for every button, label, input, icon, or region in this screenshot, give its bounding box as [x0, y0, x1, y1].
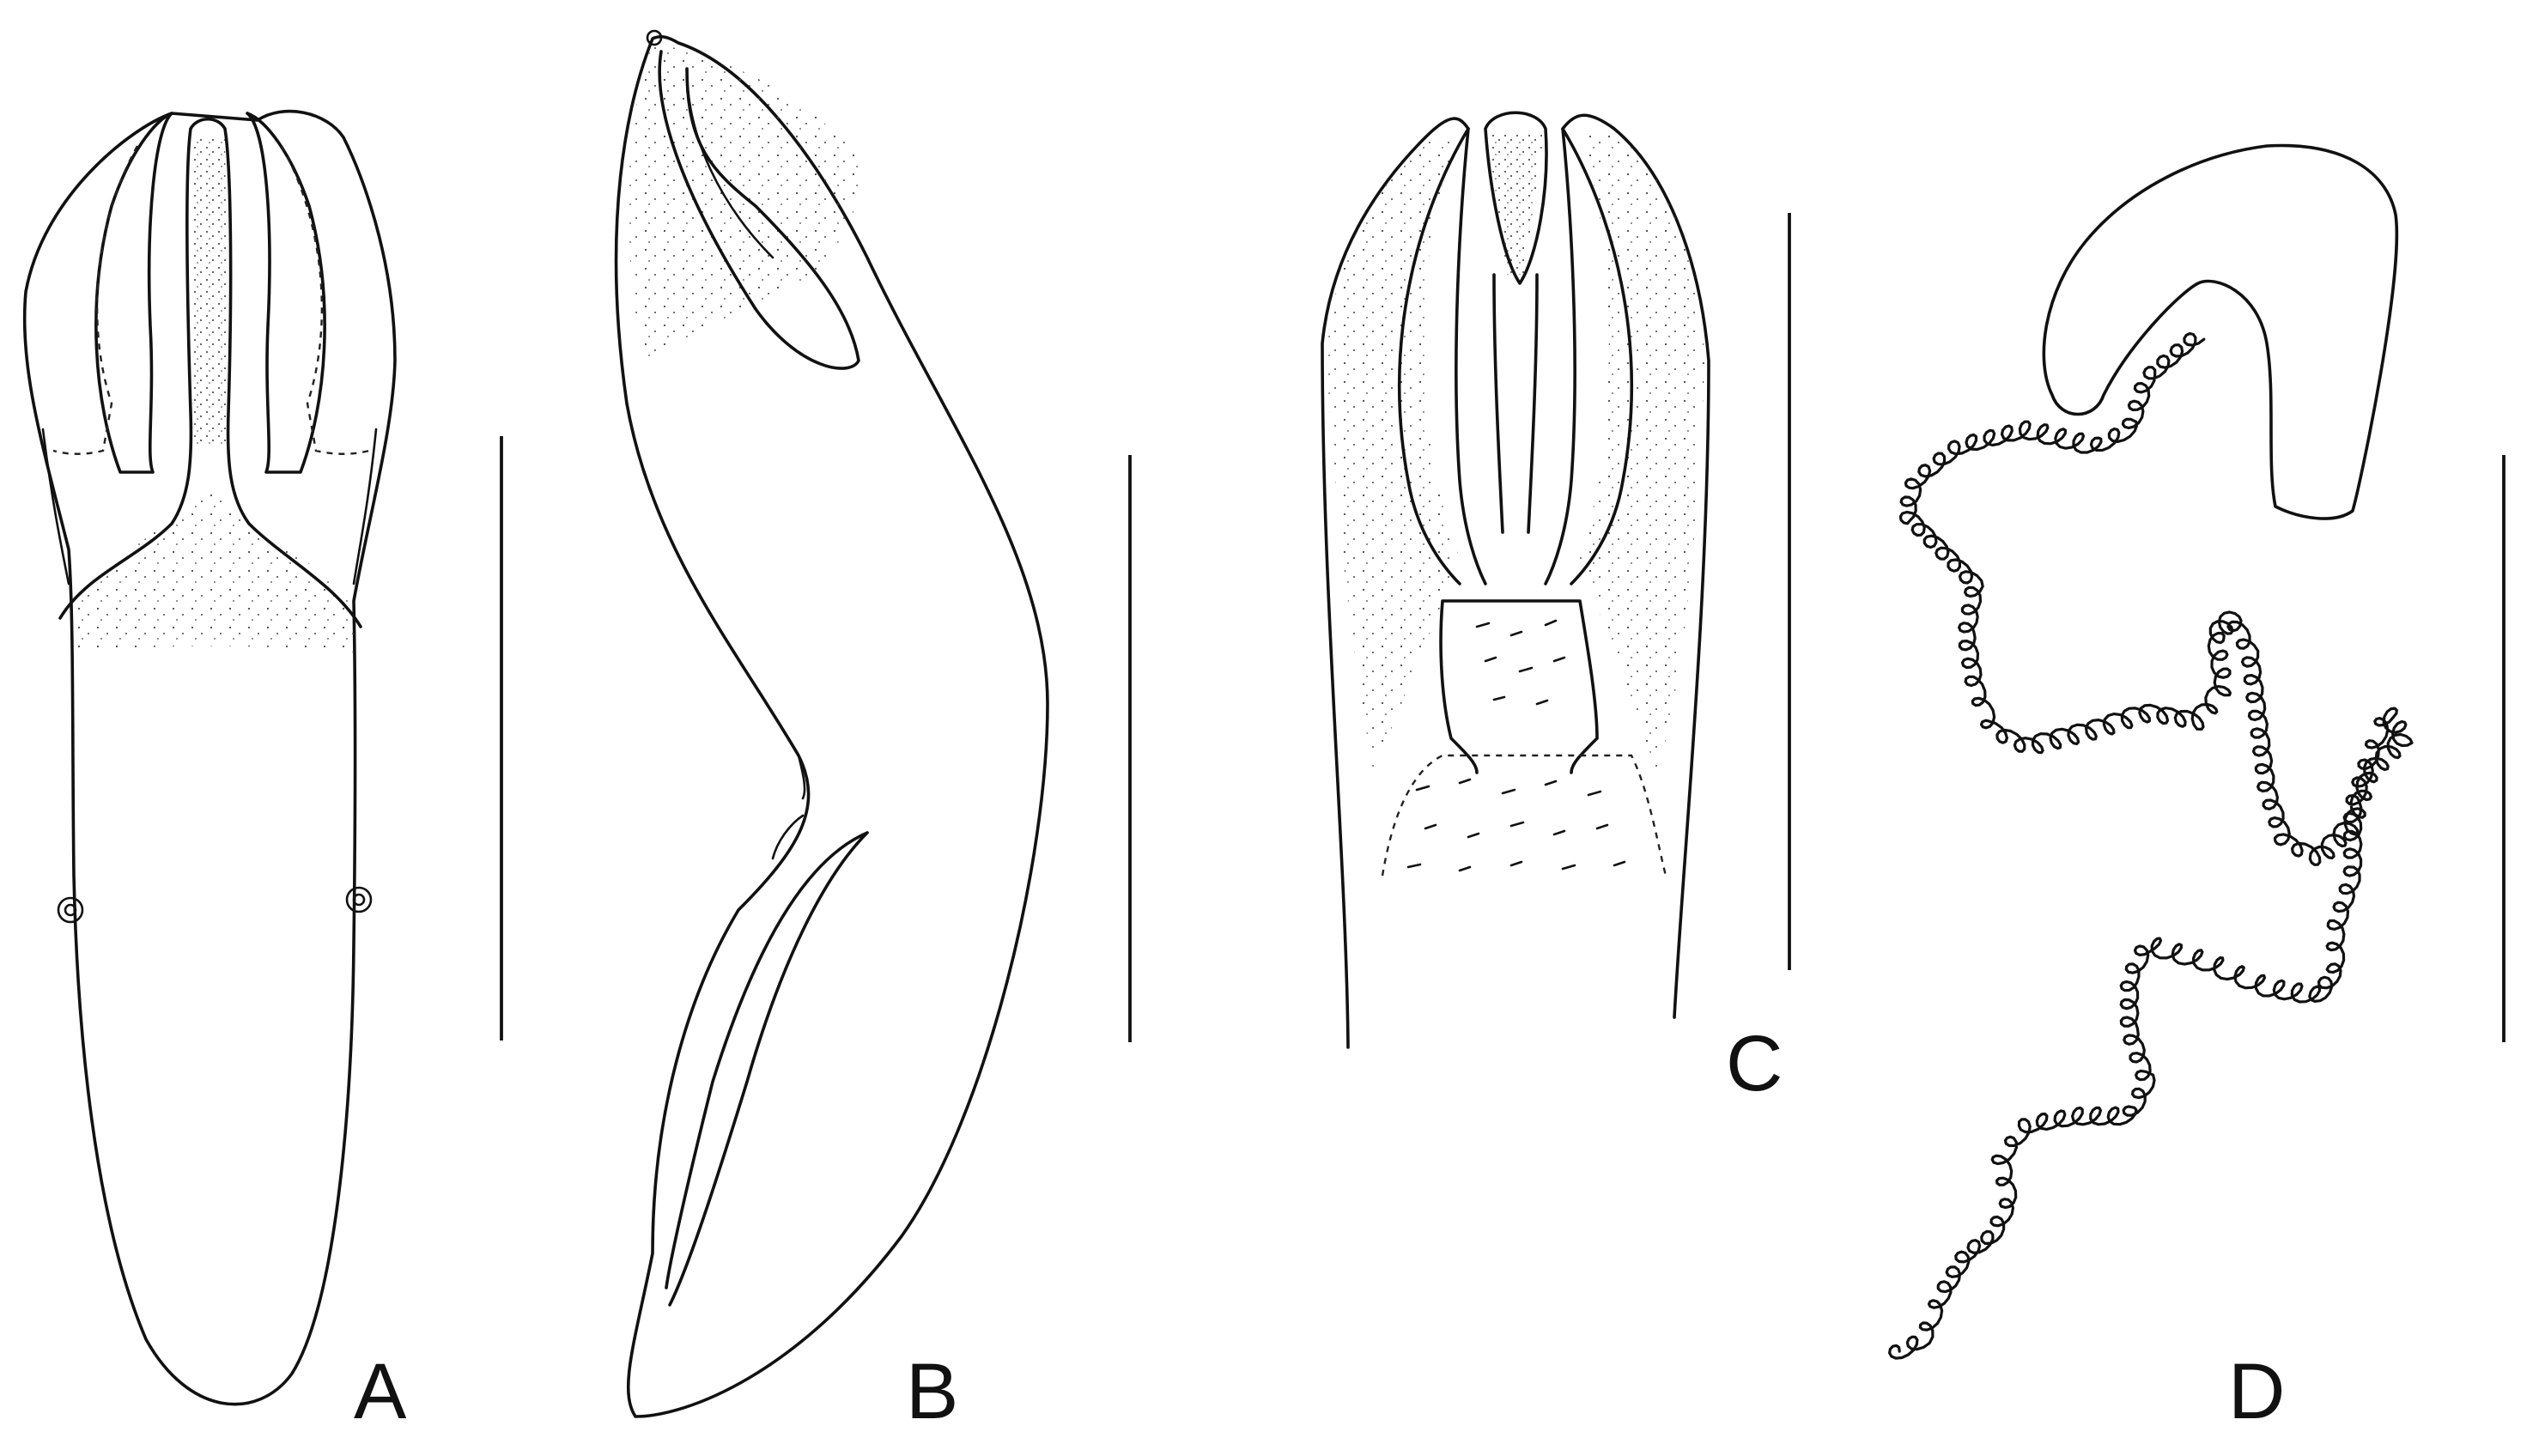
- panel-a-right-paramere: [246, 112, 326, 474]
- panel-a-right-knob: [345, 886, 373, 913]
- panel-a-left-knob-inner: [64, 903, 77, 917]
- panel-c-plate: [1439, 599, 1599, 774]
- panel-a-side-lines: [41, 428, 378, 585]
- panel-d-coiled-flagellum: [1888, 331, 2414, 1360]
- panel-c-median-lobe: [1484, 111, 1548, 534]
- panel-b-notch: [771, 754, 806, 860]
- panel-a-median-stipple: [192, 137, 228, 446]
- panel-a-basal-stipple: [73, 481, 354, 652]
- panel-a-median-lobe: [58, 117, 362, 628]
- panel-a-right-dashed: [280, 145, 370, 455]
- panel-a-left-dashed: [52, 145, 139, 455]
- panel-d-hook: [2042, 143, 2399, 520]
- panel-d-label: D: [2228, 1348, 2285, 1435]
- panel-a-drawing: [22, 109, 397, 1406]
- panel-c-outline: [1321, 113, 1710, 1049]
- panel-b-drawing: [614, 29, 1049, 1418]
- panel-c-label: C: [1726, 1020, 1783, 1107]
- panel-b-tip: [646, 29, 663, 46]
- panel-b-inner-loop: [658, 50, 860, 370]
- panel-b-label: B: [906, 1348, 958, 1435]
- panel-c-setae: [1406, 619, 1626, 872]
- panel-a-label: A: [354, 1348, 407, 1435]
- panel-b-stipple: [628, 43, 862, 361]
- panel-a-left-knob: [57, 896, 84, 924]
- panel-c-right-paramere: [1544, 127, 1633, 585]
- panel-a-left-paramere: [94, 112, 173, 474]
- panel-b-lower-blade: [665, 831, 869, 1307]
- panel-a-right-knob-inner: [352, 893, 366, 907]
- panel-c-drawing: [1321, 111, 1710, 1049]
- panel-b-outline: [614, 35, 1049, 1418]
- panel-c-left-paramere: [1398, 127, 1487, 585]
- panel-b-inner-line: [685, 67, 774, 259]
- panel-c-stipple-right: [1580, 129, 1704, 773]
- panel-c-median-stipple: [1487, 133, 1544, 275]
- panel-d-drawing: [1888, 143, 2414, 1360]
- panel-c-stipple-left: [1327, 137, 1460, 773]
- panel-c-dashed-base: [1381, 754, 1667, 877]
